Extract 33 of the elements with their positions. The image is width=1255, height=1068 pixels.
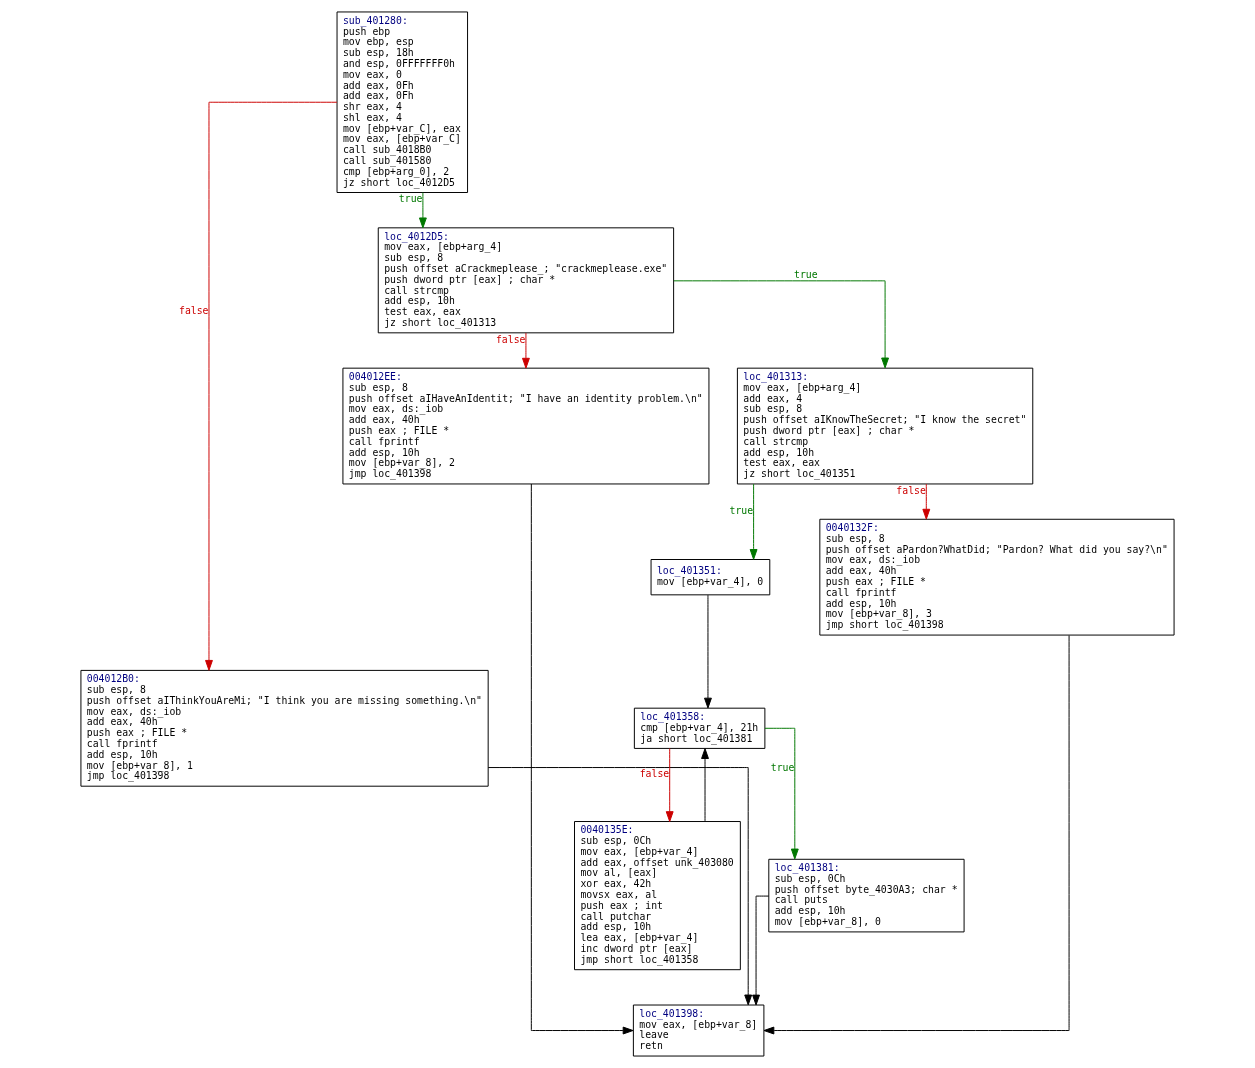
edge-label: false — [639, 768, 670, 780]
arrow — [419, 192, 427, 229]
node-box: loc_4012D5: mov eax, [ebp+arg_4] sub esp, 8 push offset aCrackmeplease_; "crackmeplease.exe" push dword ptr [eax] ; char * call strcmp add esp, 10h test eax, eax jz short loc_401313 — [377, 227, 675, 334]
arrow — [205, 101, 338, 671]
arrow — [665, 748, 674, 822]
arrow — [749, 483, 758, 560]
node-box: 004012B0: sub esp, 8 push offset aIThinkYouAreMi; "I think you are missing something.\n" mov eax, ds:_iob add eax, 40h push eax ; FILE * call fprintf add esp, 10h mov [ebp+var_8], 1 jmp loc_401398 — [80, 669, 489, 787]
edge-label: false — [896, 484, 926, 496]
node-box: sub_401280: push ebp mov ebp, esp sub esp, 18h and esp, 0FFFFFFF0h mov eax, 0 add eax, 0Fh add eax, 0Fh shr eax, 4 shl eax, 4 mov [ebp+var_C], eax mov eax, [ebp+var_C] call sub_4018B0 call sub_401580 cmp [ebp+arg_0], 2 jz short loc_4012D5 — [336, 11, 469, 193]
arrow — [487, 767, 753, 1006]
node-box: loc_401351: mov [ebp+var_4], 0 — [650, 559, 771, 596]
arrow — [701, 748, 709, 822]
node-box: 004012EE: sub esp, 8 push offset aIHaveAnIdentit; "I have an identity problem.\n" mov eax, ds:_iob add eax, 40h push eax ; FILE * call fprintf add esp, 10h mov [ebp+var_8], 2 jmp loc_401398 — [342, 367, 710, 485]
node-box: loc_401313: mov eax, [ebp+arg_4] add eax, 4 sub esp, 8 push offset aIKnowTheSecret; "I know the secret" push dword ptr [eax] ; char * call strcmp add esp, 10h test eax, eax jz short loc_401351 — [736, 367, 1034, 485]
arrow — [673, 280, 889, 369]
arrow — [764, 727, 799, 860]
edge-label: false — [179, 305, 209, 317]
edge-label: true — [793, 268, 818, 280]
edge-label: true — [398, 193, 423, 205]
node-box: loc_401381: sub esp, 0Ch push offset byte_4030A3; char * call puts add esp, 10h mov [ebp+var_8], 0 — [768, 858, 965, 933]
arrow — [704, 594, 712, 709]
arrow — [752, 895, 770, 1006]
node-box: loc_401358: cmp [ebp+var_4], 21h ja short loc_401381 — [633, 707, 766, 749]
arrow — [522, 332, 530, 369]
arrow — [763, 635, 1070, 1035]
arrow — [922, 483, 931, 520]
node-box: 0040135E: sub esp, 0Ch mov eax, [ebp+var_4] add eax, offset unk_403080 mov al, [eax] xor eax, 42h movsx eax, al push eax ; int call putchar add esp, 10h lea eax, [ebp+var_4] inc dword ptr [eax] jmp short loc_401358 — [574, 821, 741, 971]
node-box: 0040132F: sub esp, 8 push offset aPardon?WhatDid; "Pardon? What did you say?\n" mov eax, ds:_iob add eax, 40h push eax ; FILE * call fprintf add esp, 10h mov [ebp+var_8], 3 jmp short loc_401398 — [819, 518, 1175, 636]
edge-label: true — [729, 504, 754, 516]
edge-label: true — [770, 761, 795, 773]
edge-label: false — [495, 333, 526, 345]
arrow — [530, 483, 634, 1035]
node-box: loc_401398: mov eax, [ebp+var_8] leave retn — [632, 1004, 765, 1057]
